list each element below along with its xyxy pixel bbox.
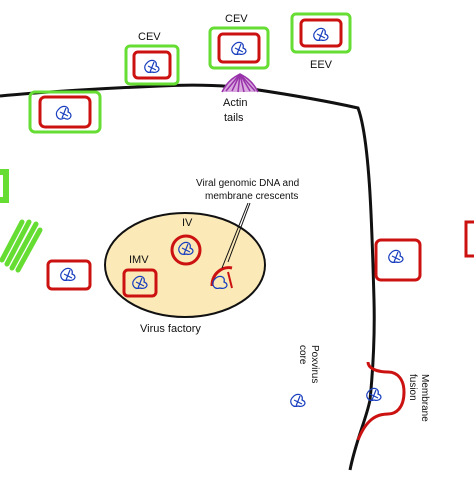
cev-label-left: CEV bbox=[138, 31, 161, 43]
core-label-line2: core bbox=[297, 345, 308, 365]
cev-particle-upper-left bbox=[124, 44, 180, 86]
actin-tail bbox=[221, 73, 259, 93]
golgi-stacks bbox=[0, 169, 43, 273]
eev-label: EEV bbox=[310, 59, 333, 71]
viral-core-icon bbox=[178, 241, 194, 255]
actin-label-line1: Actin bbox=[223, 97, 247, 109]
viral-core-icon bbox=[231, 41, 247, 55]
cell-membrane bbox=[0, 83, 376, 471]
fusion-label-line1: Membrane bbox=[419, 374, 430, 422]
imv-particle-cytoplasm bbox=[46, 259, 92, 291]
cev-particle-left-membrane bbox=[28, 90, 102, 134]
membrane-fusion-site bbox=[356, 361, 406, 441]
dna-label-line1: Viral genomic DNA and bbox=[196, 178, 299, 189]
viral-core-icon bbox=[60, 267, 76, 281]
actin-label-line2: tails bbox=[224, 112, 244, 124]
viral-core-icon bbox=[388, 249, 404, 263]
core-label-line1: Poxvirus bbox=[309, 345, 320, 383]
viral-core-icon bbox=[144, 59, 160, 73]
dna-pointer-lines bbox=[221, 202, 251, 269]
imv-particle-factory bbox=[122, 268, 158, 298]
iv-particle bbox=[170, 234, 202, 266]
poxvirus-core-label: Poxvirus core bbox=[297, 345, 320, 383]
particle-right-edge bbox=[464, 220, 474, 258]
eev-particle bbox=[290, 12, 352, 54]
cev-label-top: CEV bbox=[225, 13, 248, 25]
iv-label: IV bbox=[182, 217, 193, 229]
viral-core-icon bbox=[212, 275, 228, 289]
fusion-label-line2: fusion bbox=[407, 374, 418, 401]
cev-particle-top bbox=[208, 26, 270, 70]
particle-entering-membrane bbox=[374, 238, 422, 282]
free-poxvirus-core bbox=[290, 393, 306, 407]
viral-core-icon bbox=[132, 275, 148, 289]
virus-factory-label: Virus factory bbox=[140, 323, 201, 335]
viral-core-icon bbox=[366, 387, 382, 401]
viral-core-icon bbox=[313, 27, 329, 41]
membrane-fusion-label: Membrane fusion bbox=[407, 374, 430, 422]
membrane-crescent bbox=[210, 266, 233, 289]
viral-core-icon bbox=[55, 105, 72, 120]
imv-label: IMV bbox=[129, 254, 149, 266]
dna-label-line2: membrane crescents bbox=[205, 191, 298, 202]
